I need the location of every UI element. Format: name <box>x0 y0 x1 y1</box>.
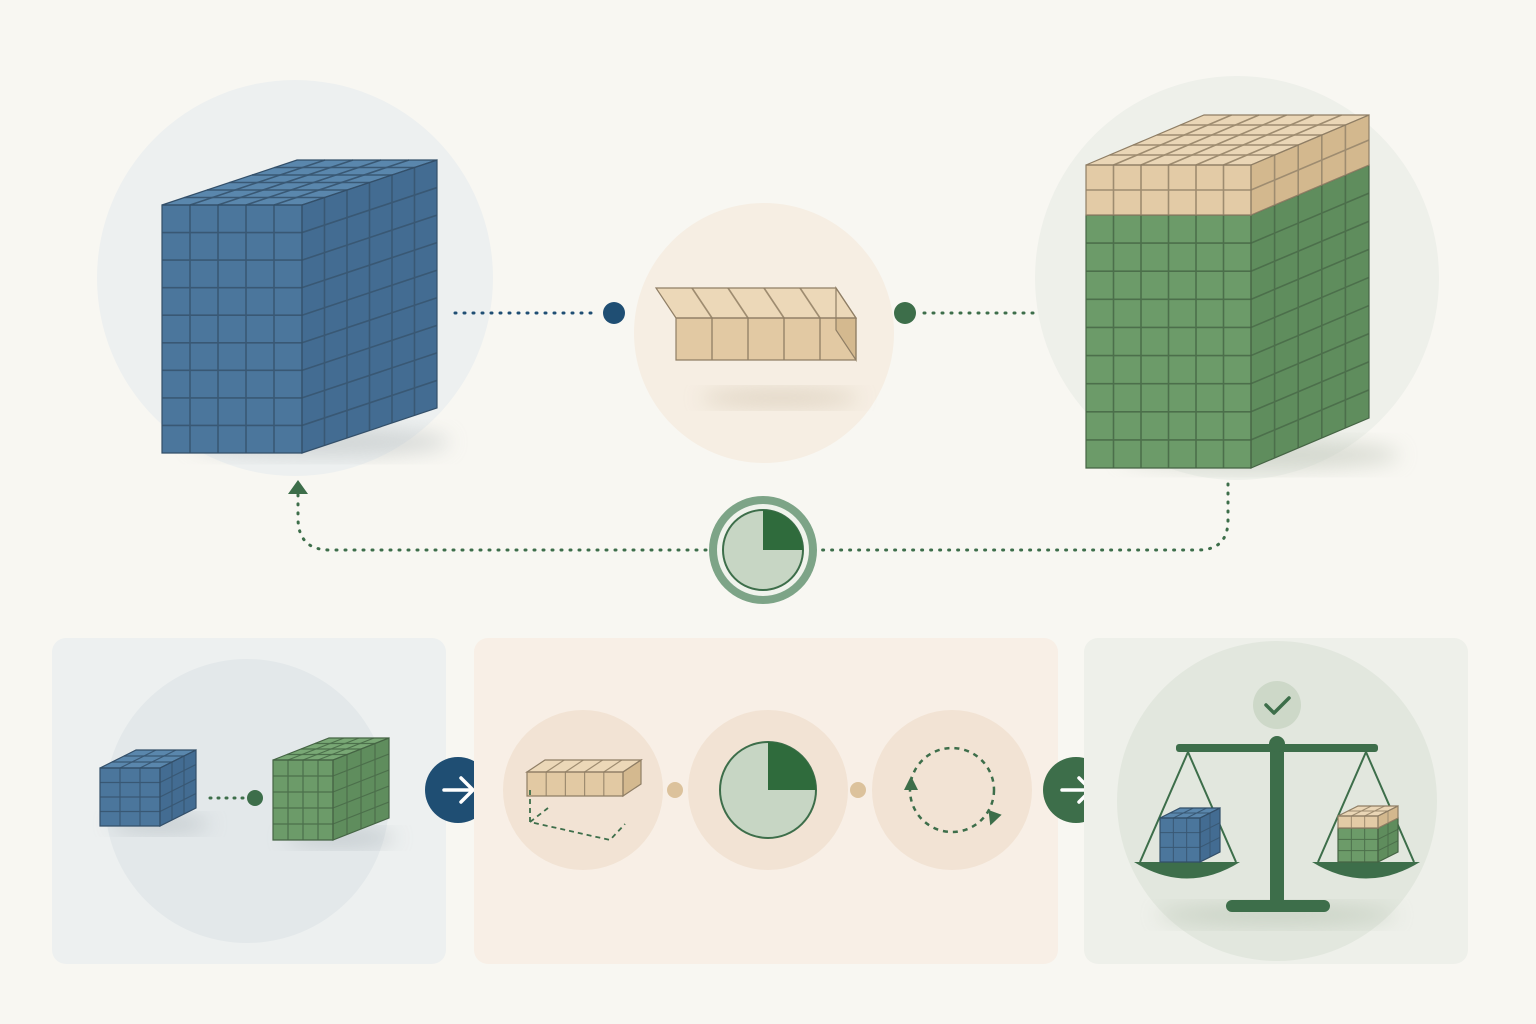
return-loop-right <box>818 482 1230 552</box>
tan-bar-icon <box>525 758 643 798</box>
step-dot-1 <box>667 782 683 798</box>
balance-scale-icon <box>1134 736 1420 925</box>
panel-balance <box>1084 638 1468 964</box>
connector-dot-blue <box>603 302 625 324</box>
connector-dot-green <box>894 302 916 324</box>
blue-cube-icon <box>161 159 438 454</box>
large-green-cube-node <box>1035 76 1439 480</box>
panel-process-steps <box>474 638 1058 964</box>
scale-blue-cube-icon <box>1159 807 1221 863</box>
tan-bar-icon <box>654 286 858 362</box>
scale-green-cube-icon <box>1337 805 1399 863</box>
pie-fraction-icon <box>709 496 817 604</box>
tan-bar-node <box>634 203 894 463</box>
return-arrowhead-icon <box>288 480 308 494</box>
cycle-arrows-icon <box>904 746 1002 834</box>
small-blue-cube-icon <box>99 749 197 827</box>
pie-fraction-icon <box>719 741 817 839</box>
step-circle-3 <box>872 710 1032 870</box>
small-green-cube-icon <box>272 737 390 841</box>
green-cube-with-tan-layer-icon <box>1085 114 1370 469</box>
check-icon <box>1253 681 1301 729</box>
panel-compare-cubes <box>52 638 446 964</box>
return-loop-left <box>296 490 708 552</box>
dashed-footprint <box>529 790 626 841</box>
large-blue-cube-node <box>97 80 493 476</box>
step-dot-2 <box>850 782 866 798</box>
panel-connector-dot <box>247 790 263 806</box>
